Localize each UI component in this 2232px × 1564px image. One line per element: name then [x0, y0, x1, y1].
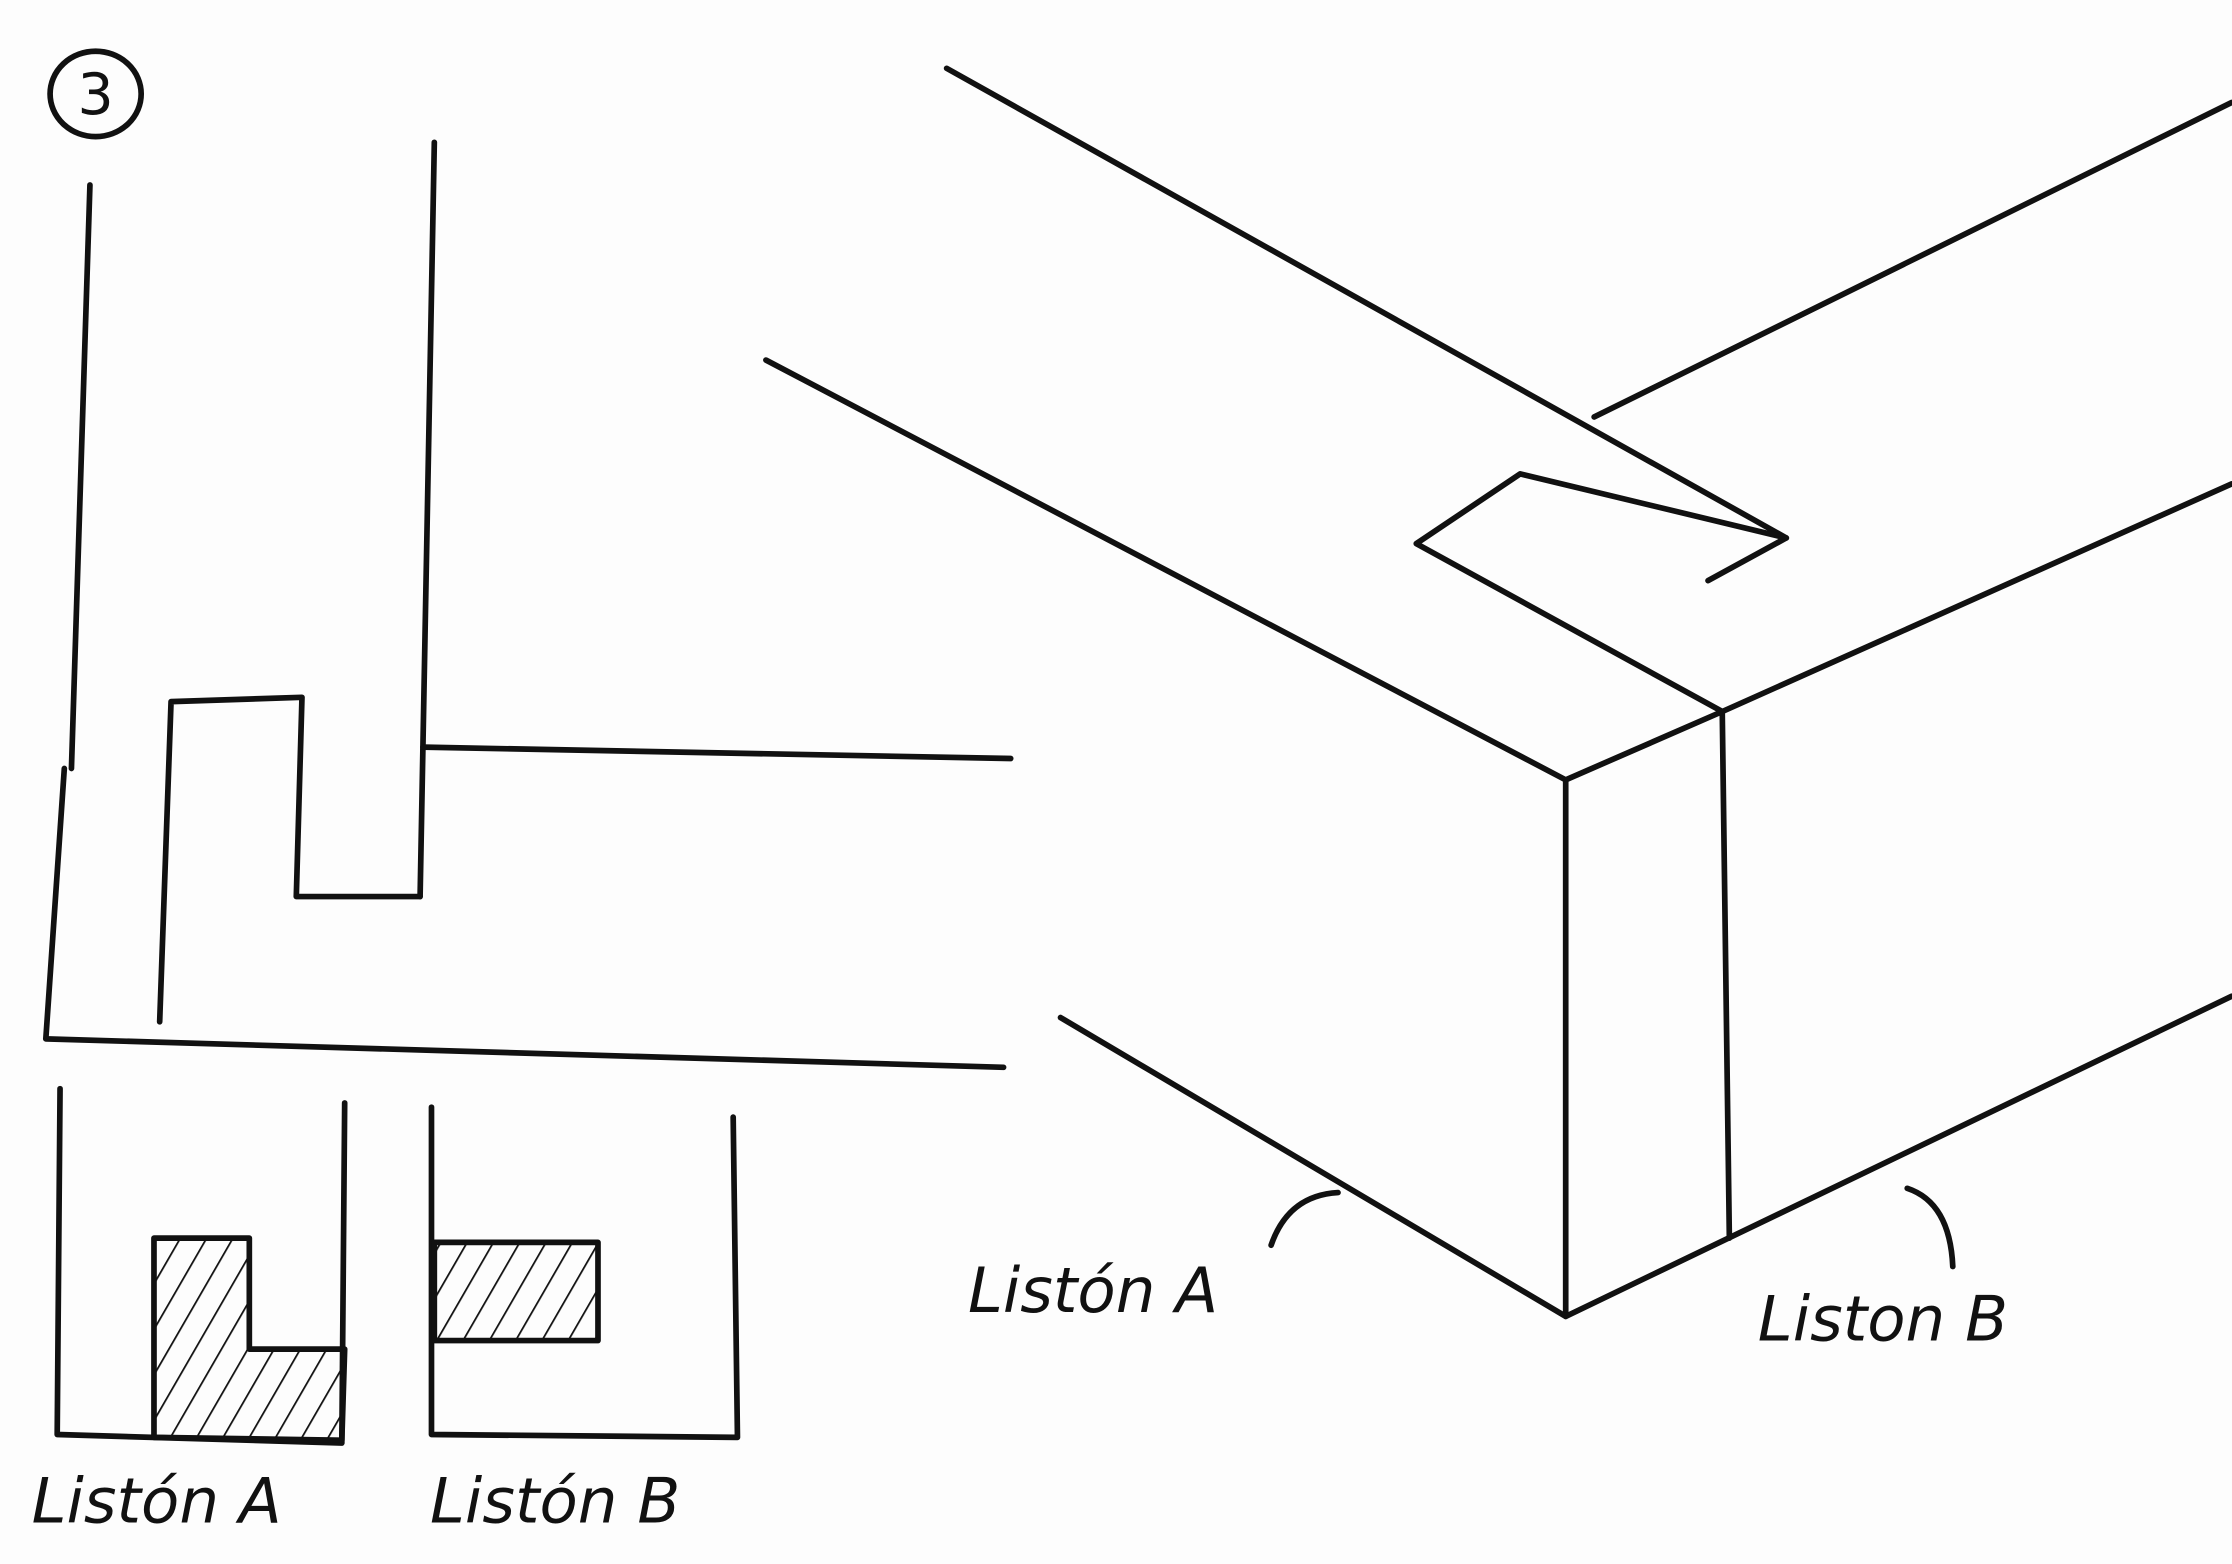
section-a-label: Listón A — [32, 1465, 282, 1538]
iso-label-listón-b: Liston B — [1758, 1283, 2008, 1356]
section-a-hatched-tenon — [151, 1235, 348, 1444]
figure-number-circle — [47, 48, 145, 140]
section-b-label: Listón B — [430, 1465, 680, 1538]
section-listón-b: Listón B — [428, 1104, 741, 1538]
plan-view — [42, 139, 1014, 1071]
iso-top-front-edge — [763, 357, 2232, 783]
leader-listón-a — [1268, 1189, 1341, 1249]
section-b-hatched-mortise — [431, 1239, 601, 1344]
iso-joint-line — [1719, 708, 1733, 1241]
tenon-profile — [156, 694, 423, 1025]
outer-edge-lower — [42, 765, 1007, 1071]
iso-top-back-edge — [943, 65, 1790, 541]
figure-number-badge: 3 — [47, 48, 145, 140]
listón-b-side — [420, 744, 1014, 762]
iso-listón-b-back-edge — [1591, 99, 2232, 420]
leader-listón-b — [1904, 1185, 1956, 1270]
outer-edge-upper — [68, 182, 93, 772]
listón-b-edge — [417, 139, 438, 900]
figure-number: 3 — [78, 62, 114, 128]
isometric-view: Listón A Liston B — [763, 65, 2232, 1356]
iso-bottom-edge — [1057, 993, 2232, 1320]
iso-mortise-slot — [1413, 471, 1790, 715]
section-listón-a: Listón A — [32, 1085, 348, 1538]
iso-label-listón-a: Listón A — [968, 1254, 1218, 1327]
